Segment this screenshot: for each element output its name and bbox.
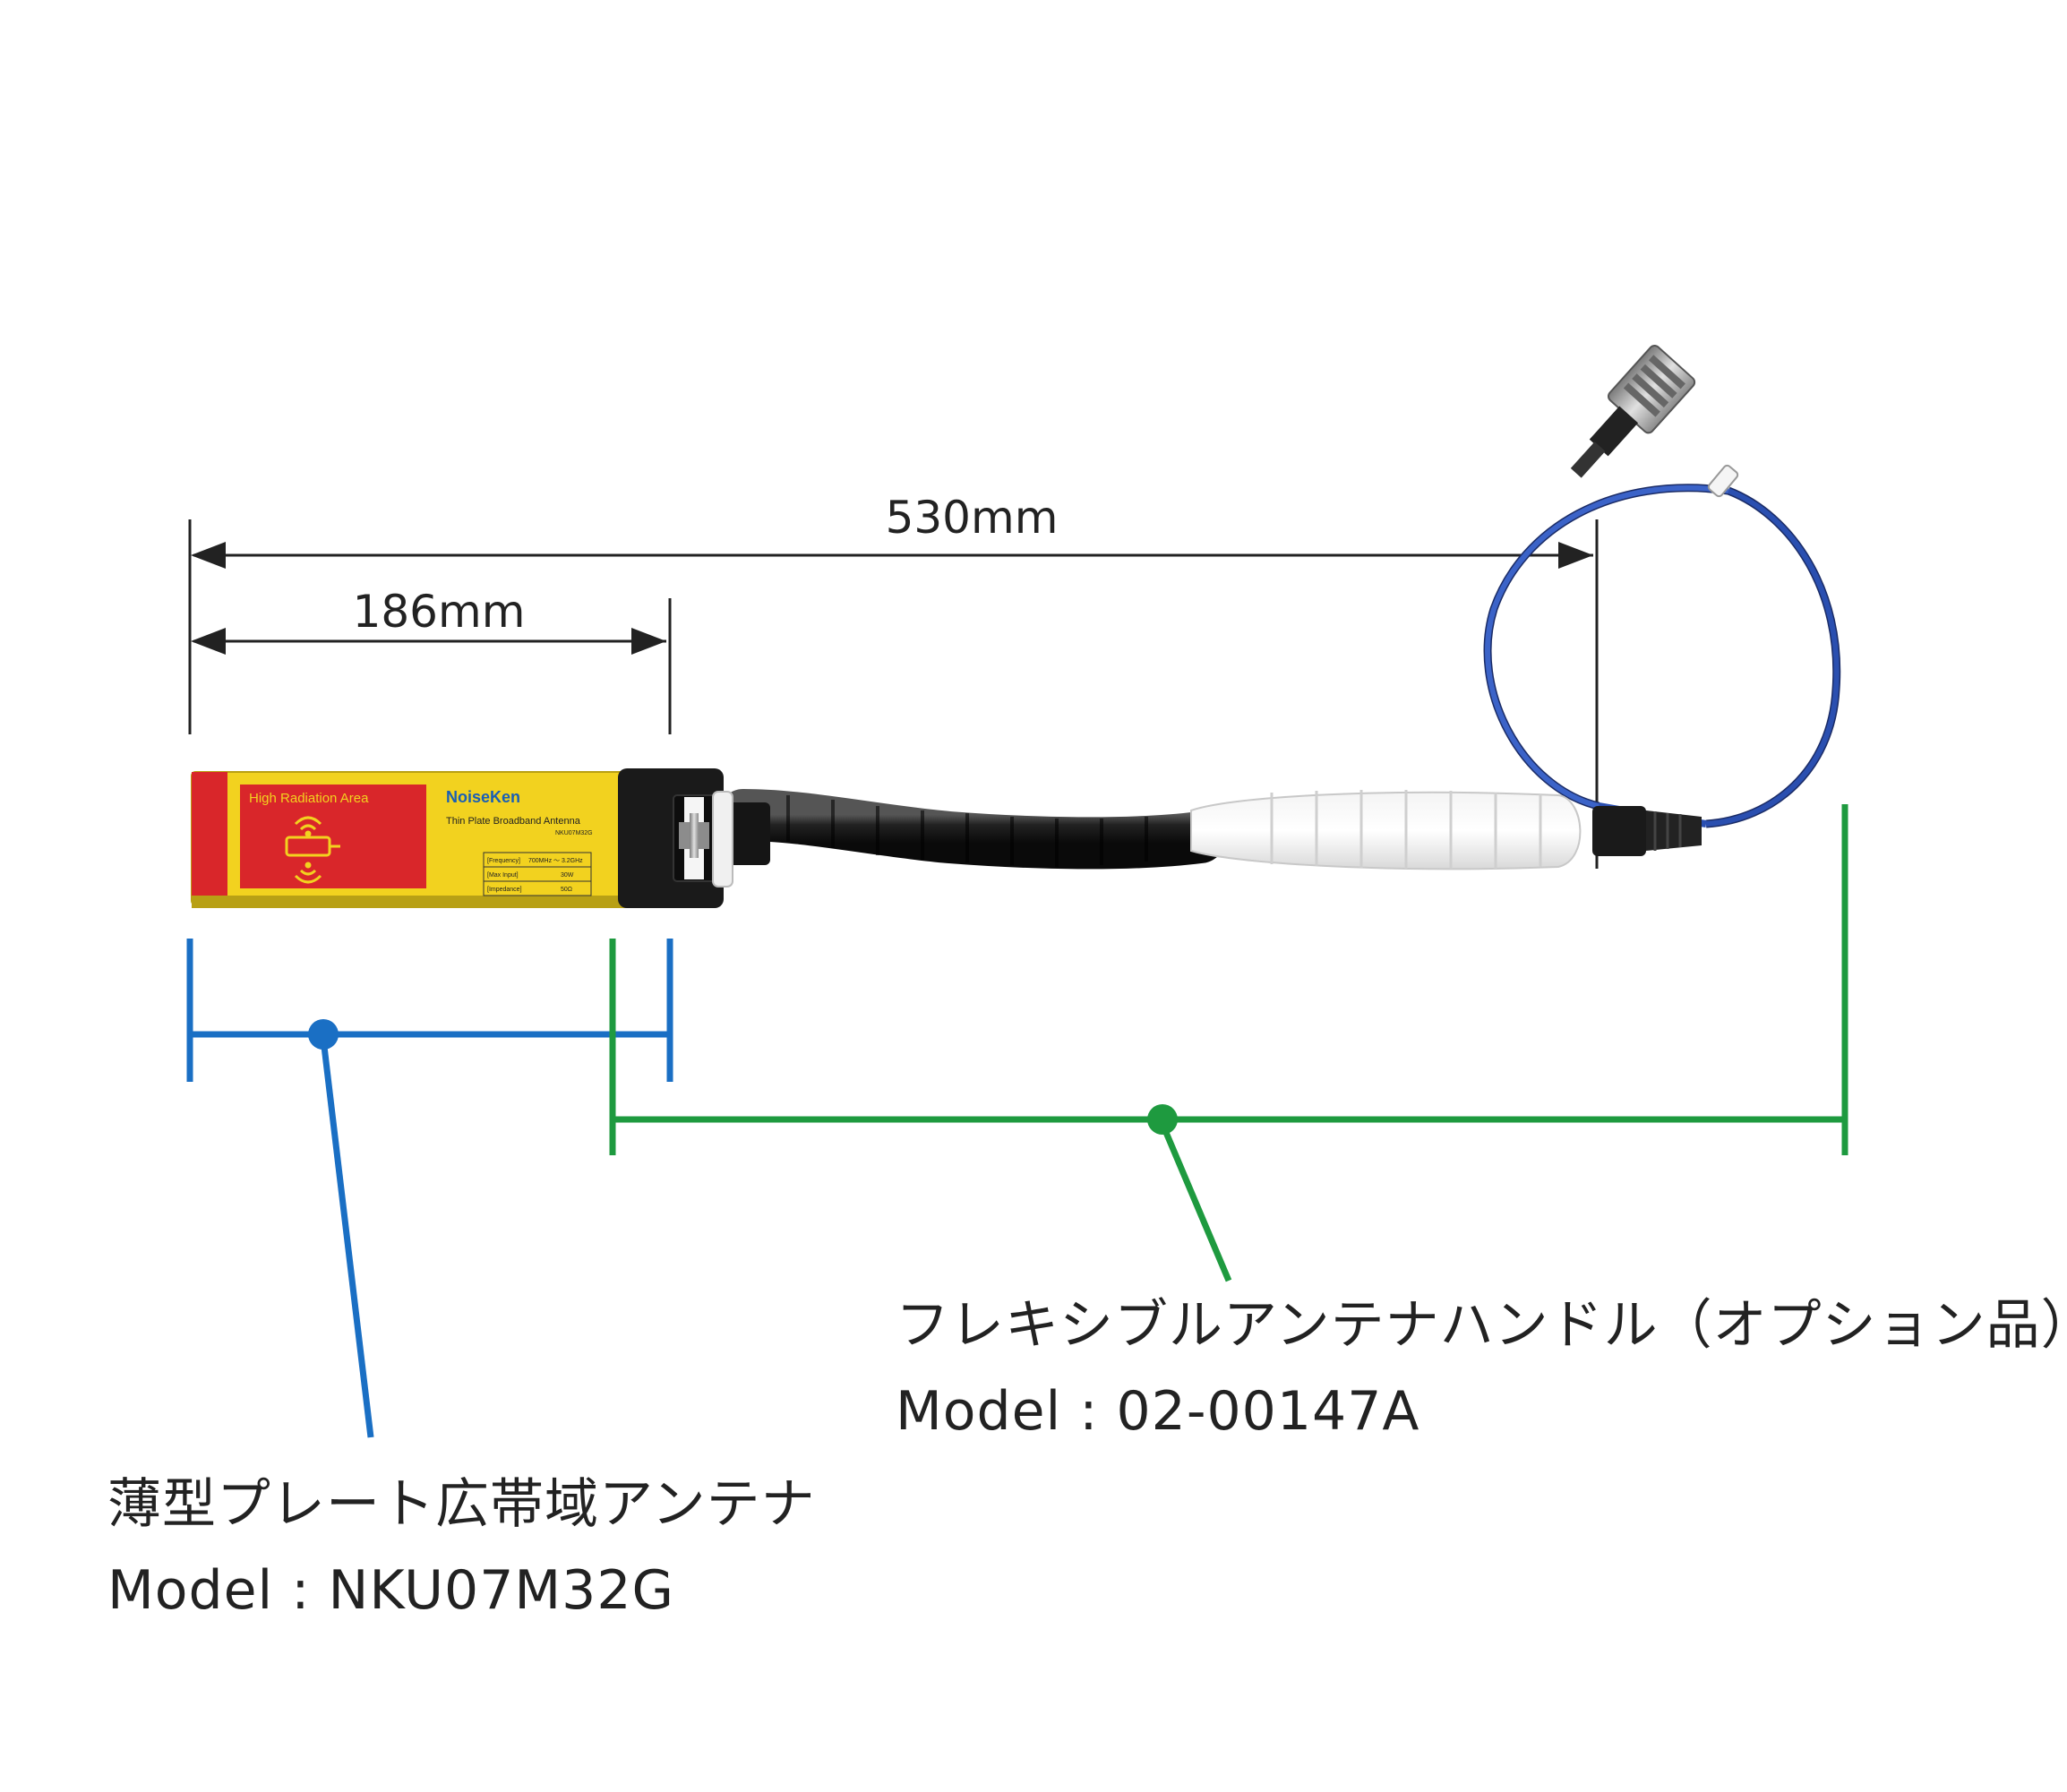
thin-plate-antenna: High Radiation Area NoiseKen Thin Plate … <box>191 768 733 908</box>
spec-table: [Frequency] 700MHz ～ 3.2GHz [Max Input] … <box>483 852 592 896</box>
spec-value: 30W <box>561 872 574 879</box>
warning-text: High Radiation Area <box>249 791 369 806</box>
dimension-antenna: 186mm <box>191 586 672 734</box>
flexible-handle <box>717 789 1702 870</box>
antenna-bracket <box>186 939 673 1438</box>
spec-value: 700MHz ～ 3.2GHz <box>528 858 583 864</box>
dimension-antenna-label: 186mm <box>353 586 526 638</box>
spec-name: [Frequency] <box>487 858 520 864</box>
spec-name: [Max Input] <box>487 872 519 879</box>
n-type-connector <box>1570 344 1696 478</box>
plate-model-code: NKU07M32G <box>555 830 593 836</box>
dimension-overall: 530mm <box>188 492 1599 869</box>
handle-name: フレキシブルアンテナハンドル（オプション品） <box>896 1294 2067 1357</box>
spec-name: [Impedance] <box>487 887 522 893</box>
handle-bracket <box>609 804 1848 1282</box>
spec-value: 50Ω <box>561 887 572 893</box>
radiation-icon <box>285 816 340 884</box>
handle-model: Model : 02-00147A <box>896 1380 1420 1443</box>
brand-logo: NoiseKen <box>446 788 520 806</box>
product-name: Thin Plate Broadband Antenna <box>446 816 581 827</box>
coaxial-cable <box>1483 464 1841 828</box>
dimension-overall-label: 530mm <box>886 492 1059 544</box>
antenna-name: 薄型プレート広帯域アンテナ <box>107 1473 816 1536</box>
antenna-model: Model : NKU07M32G <box>107 1559 674 1622</box>
